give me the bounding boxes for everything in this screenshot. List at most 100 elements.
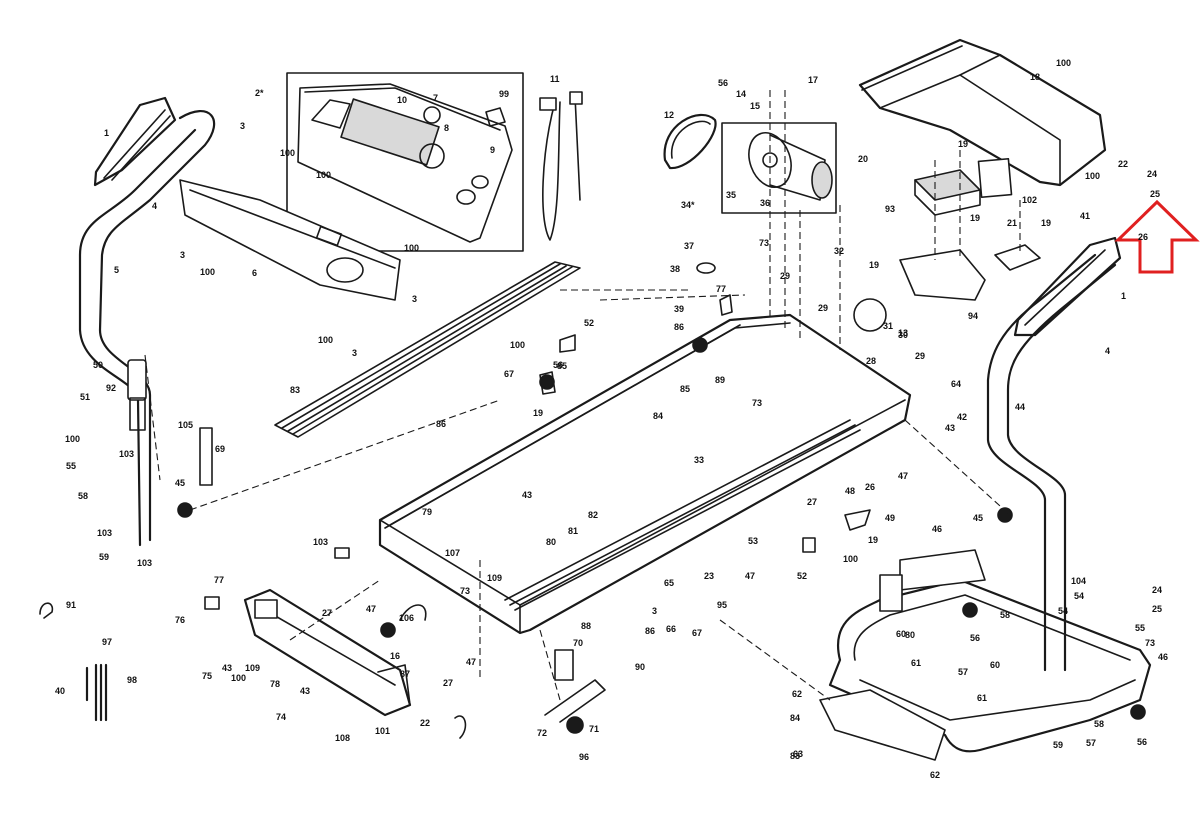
- part-label: 46: [1158, 652, 1168, 662]
- part-label: 56: [718, 78, 728, 88]
- part-label: 3: [352, 348, 357, 358]
- part-label: 47: [366, 604, 376, 614]
- part-label: 86: [674, 322, 684, 332]
- part-label: 1: [104, 128, 109, 138]
- part-label: 62: [930, 770, 940, 780]
- part-label: 19: [958, 139, 968, 149]
- wheels-and-rollers: [380, 337, 1146, 734]
- part-label: 62: [792, 689, 802, 699]
- part-label: 106: [399, 613, 414, 623]
- part-label: 109: [245, 663, 260, 673]
- part-label: 100: [1085, 171, 1100, 181]
- part-label: 35: [726, 190, 736, 200]
- part-label: 40: [55, 686, 65, 696]
- part-label: 73: [759, 238, 769, 248]
- part-label: 100: [231, 673, 246, 683]
- part-label: 109: [487, 573, 502, 583]
- part-label: 29: [780, 271, 790, 281]
- part-label: 58: [78, 491, 88, 501]
- controller-parts: [853, 157, 1041, 332]
- part-label: 27: [807, 497, 817, 507]
- part-label: 19: [868, 535, 878, 545]
- part-label: 57: [958, 667, 968, 677]
- part-label: 19: [869, 260, 879, 270]
- part-label: 103: [137, 558, 152, 568]
- part-label: 86: [645, 626, 655, 636]
- part-label: 100: [65, 434, 80, 444]
- part-label: 66: [666, 624, 676, 634]
- part-label: 39: [674, 304, 684, 314]
- part-label: 24: [1152, 585, 1162, 595]
- part-label: 76: [175, 615, 185, 625]
- part-label: 15: [750, 101, 760, 111]
- part-label: 43: [300, 686, 310, 696]
- assembly-guide-lines: [144, 90, 1021, 701]
- part-label: 29: [818, 303, 828, 313]
- part-label: 64: [951, 379, 961, 389]
- left-upright-plate: [127, 359, 213, 518]
- part-label: 56: [1137, 737, 1147, 747]
- left-side-rail-6: [179, 179, 401, 301]
- part-label: 36: [760, 198, 770, 208]
- part-label: 77: [716, 284, 726, 294]
- part-label: 45: [973, 513, 983, 523]
- part-label: 44: [1015, 402, 1025, 412]
- part-label: 7: [433, 93, 438, 103]
- left-handrail: [78, 96, 216, 547]
- part-labels: 1 1 2* 3 3 3 3 3 4 4 5 6 7 8 9 10 11 12 …: [55, 58, 1168, 780]
- part-label: 13: [898, 328, 908, 338]
- part-label: 107: [445, 548, 460, 558]
- right-handrail: [986, 236, 1122, 672]
- part-label: 32: [834, 246, 844, 256]
- part-label: 72: [537, 728, 547, 738]
- part-label: 55: [66, 461, 76, 471]
- part-label: 45: [175, 478, 185, 488]
- part-label: 30: [898, 330, 908, 340]
- part-label: 55: [1135, 623, 1145, 633]
- part-label: 100: [404, 243, 419, 253]
- part-label: 91: [66, 600, 76, 610]
- rear-frame-78: [243, 588, 412, 717]
- part-label: 80: [905, 630, 915, 640]
- part-label: 70: [573, 638, 583, 648]
- highlight-arrow: [1114, 199, 1200, 274]
- part-label: 47: [745, 571, 755, 581]
- part-label: 9: [490, 145, 495, 155]
- part-label: 92: [106, 383, 116, 393]
- part-label: 27: [443, 678, 453, 688]
- part-label: 16: [390, 651, 400, 661]
- part-label: 84: [653, 411, 663, 421]
- part-label: 100: [843, 554, 858, 564]
- part-label: 31: [883, 321, 893, 331]
- part-label: 50: [93, 360, 103, 370]
- part-label: 67: [504, 369, 514, 379]
- part-label: 65: [664, 578, 674, 588]
- part-label: 93: [885, 204, 895, 214]
- part-label: 61: [977, 693, 987, 703]
- part-label: 61: [911, 658, 921, 668]
- part-label: 53: [748, 536, 758, 546]
- part-label: 69: [215, 444, 225, 454]
- part-label: 63: [793, 749, 803, 759]
- part-label: 104: [1071, 576, 1086, 586]
- part-label: 6: [252, 268, 257, 278]
- part-label: 14: [736, 89, 746, 99]
- part-label: 4: [1105, 346, 1110, 356]
- part-label: 85: [557, 361, 567, 371]
- part-label: 95: [717, 600, 727, 610]
- motor-inset-box: [721, 122, 837, 214]
- part-label: 73: [1145, 638, 1155, 648]
- part-label: 99: [499, 89, 509, 99]
- part-label: 27: [322, 608, 332, 618]
- part-label: 26: [1138, 232, 1148, 242]
- part-label: 88: [581, 621, 591, 631]
- misc-small-parts: [39, 262, 871, 739]
- part-label: 2*: [255, 88, 264, 98]
- part-label: 49: [885, 513, 895, 523]
- part-label: 103: [313, 537, 328, 547]
- part-label: 77: [214, 575, 224, 585]
- part-label: 54: [1058, 606, 1068, 616]
- part-label: 43: [945, 423, 955, 433]
- part-label: 25: [1150, 189, 1160, 199]
